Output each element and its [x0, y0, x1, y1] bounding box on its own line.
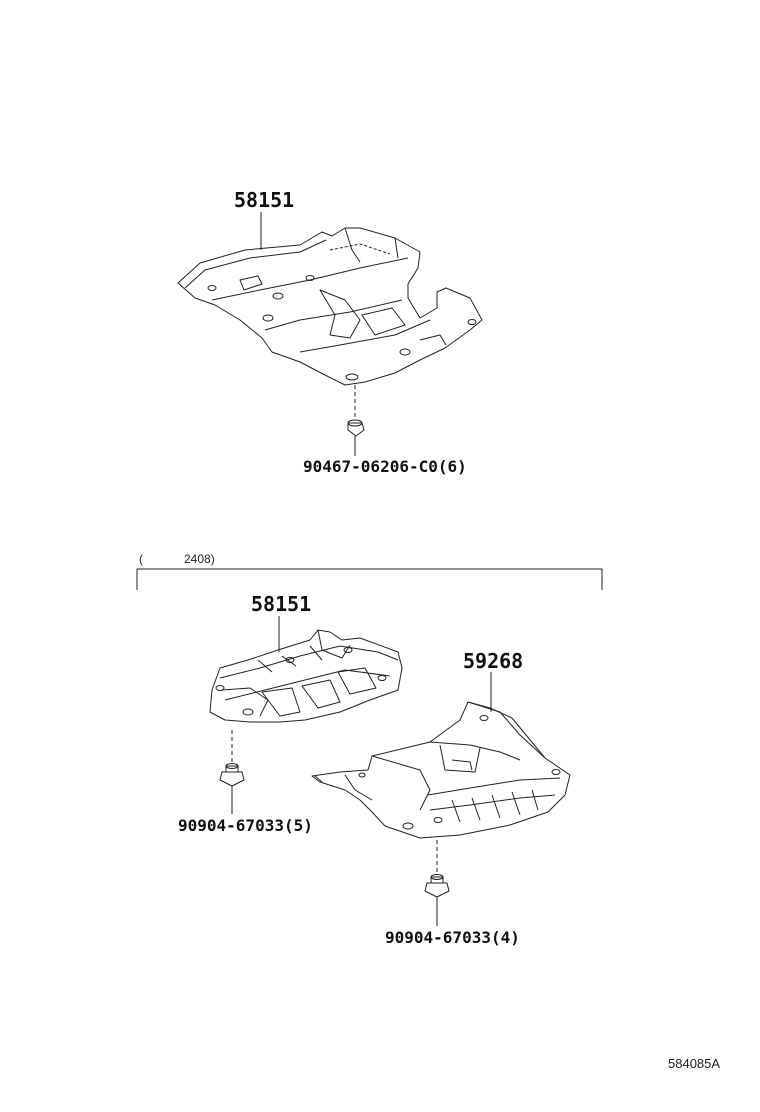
bracket-date-range: 2408): [184, 552, 215, 566]
lower-right-clip-nut: [424, 874, 450, 898]
lower-group-bracket: [136, 568, 603, 590]
upper-clip-nut: [347, 419, 365, 437]
lower-left-fastener-part-number[interactable]: 90904-67033(5): [178, 816, 313, 835]
lower-right-fastener-part-number[interactable]: 90904-67033(4): [385, 928, 520, 947]
lower-engine-cover-59268: [311, 701, 571, 839]
lower-left-clip-nut: [219, 763, 245, 787]
upper-fastener-part-number[interactable]: 90467-06206-C0(6): [303, 457, 467, 476]
lower-left-part-number[interactable]: 58151: [251, 592, 312, 616]
lower-right-part-number[interactable]: 59268: [463, 649, 524, 673]
lower-engine-cover-58151: [209, 629, 403, 723]
upper-part-number[interactable]: 58151: [234, 188, 295, 212]
upper-engine-cover-58151: [177, 227, 483, 386]
bracket-open-paren: (: [139, 552, 143, 566]
diagram-id: 584085A: [668, 1056, 721, 1071]
